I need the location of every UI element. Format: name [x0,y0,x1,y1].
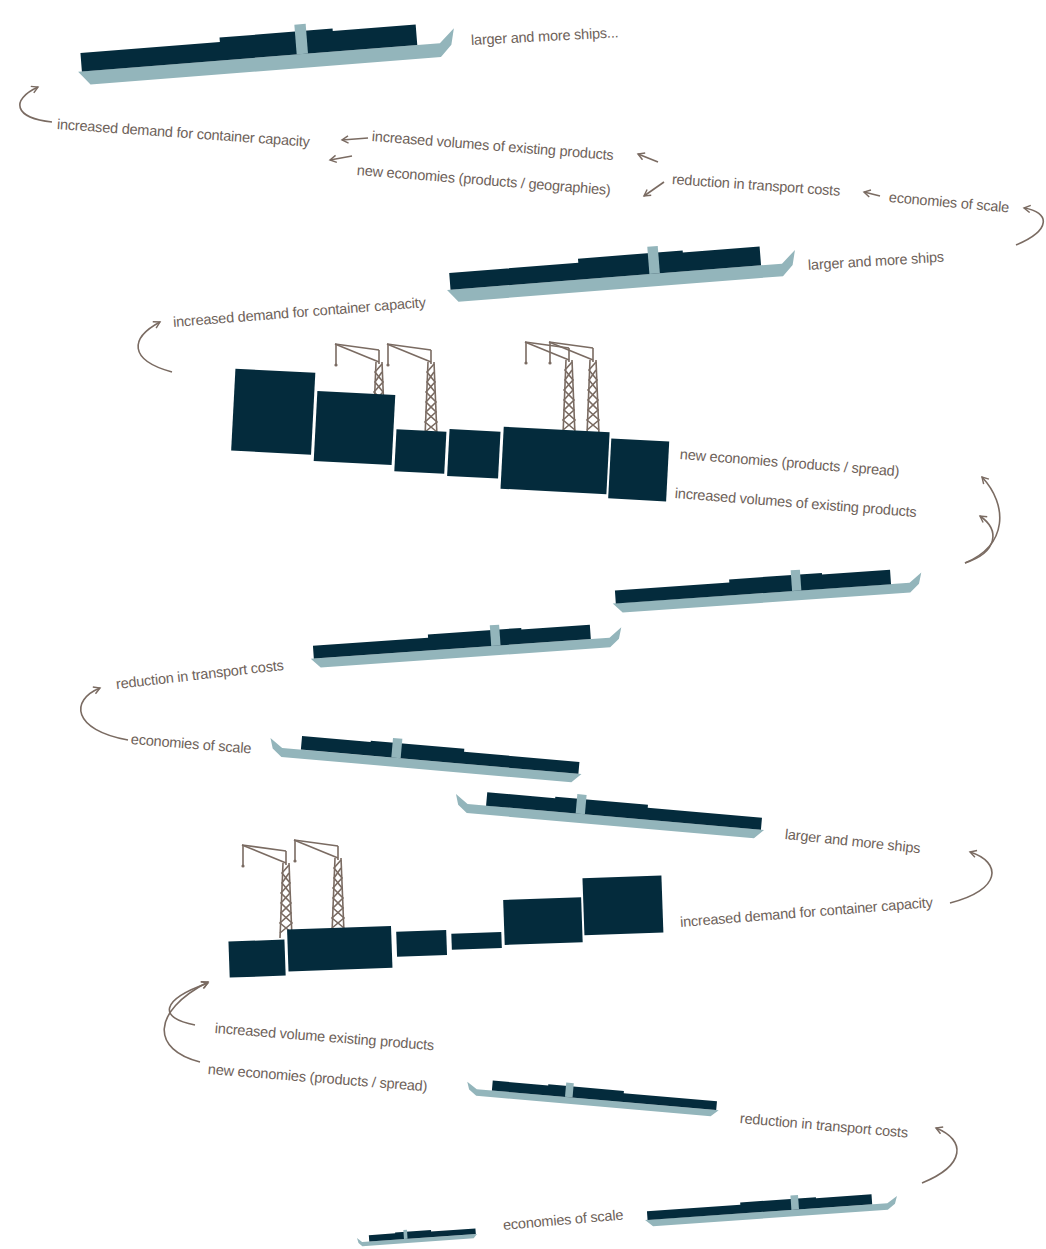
cycle-label: larger and more ships... [471,23,619,49]
leader-arrows [20,87,1044,1183]
cycle-label: economies of scale [888,188,1010,216]
cycle-label: economies of scale [130,730,252,757]
cycle-label: increased volumes of existing products [371,127,614,164]
cycle-label: reduction in transport costs [739,1109,908,1142]
cycle-label: new economies (products / geographies) [356,161,611,199]
cycle-label: larger and more ships [784,825,921,857]
cycle-label: reduction in transport costs [115,656,284,693]
ship-illustrations [76,12,923,1246]
cycle-label: new economies (products / spread) [679,445,900,480]
cycle-label: increased demand for container capacity [56,115,310,151]
cycle-label: new economies (products / spread) [207,1060,428,1095]
cycle-label: increased volume existing products [214,1019,434,1054]
port-lower [227,840,665,978]
cycle-label: larger and more ships [807,248,944,274]
cycle-label: reduction in transport costs [671,170,840,200]
cycle-label: economies of scale [502,1206,624,1234]
port-upper [230,342,672,501]
cycle-label: increased demand for container capacity [679,893,933,931]
cycle-label: increased demand for container capacity [172,293,426,331]
cycle-label: increased volumes of existing products [674,484,917,521]
